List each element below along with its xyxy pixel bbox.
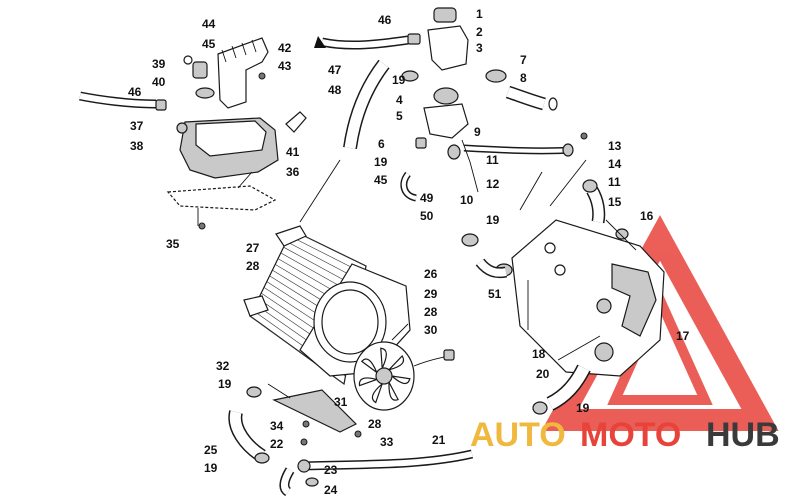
upper-hose-group xyxy=(447,69,629,240)
callout-11a: 11 xyxy=(486,153,499,167)
callout-9: 9 xyxy=(474,125,481,139)
callout-3: 3 xyxy=(476,41,483,55)
callout-48: 48 xyxy=(328,83,342,97)
engine-side-cover xyxy=(511,219,665,377)
callout-31: 31 xyxy=(334,395,348,409)
callout-17: 17 xyxy=(676,329,690,343)
watermark-text-hub: HUB xyxy=(706,416,780,454)
callout-44: 44 xyxy=(202,17,216,31)
callout-19e: 19 xyxy=(204,461,218,475)
callout-22: 22 xyxy=(270,437,284,451)
callout-41: 41 xyxy=(286,145,300,159)
fan-blade xyxy=(387,354,405,371)
callout-26: 26 xyxy=(424,267,438,281)
callout-2: 2 xyxy=(476,25,483,39)
callout-39: 39 xyxy=(152,57,166,71)
callout-21: 21 xyxy=(432,433,446,447)
callout-28a: 28 xyxy=(246,259,260,273)
callout-19f: 19 xyxy=(576,401,590,415)
callout-11b: 11 xyxy=(608,175,621,189)
callout-33: 33 xyxy=(380,435,394,449)
fan-blade xyxy=(380,347,387,369)
callout-19a: 19 xyxy=(486,213,500,227)
callout-36: 36 xyxy=(286,165,300,179)
fan-blade xyxy=(371,381,384,404)
fan-blade xyxy=(388,379,399,401)
callout-30: 30 xyxy=(424,323,438,337)
callout-27: 27 xyxy=(246,241,260,255)
callout-14: 14 xyxy=(608,157,622,171)
lower-right-hose xyxy=(461,233,591,415)
callout-8: 8 xyxy=(520,71,527,85)
callout-28b: 28 xyxy=(424,305,438,319)
callout-12: 12 xyxy=(486,177,500,191)
callout-49: 49 xyxy=(420,191,434,205)
callout-24: 24 xyxy=(324,483,338,497)
cooling-fan xyxy=(353,341,455,411)
callout-35: 35 xyxy=(166,237,180,251)
callout-16: 16 xyxy=(640,209,654,223)
callout-29: 29 xyxy=(424,287,438,301)
callout-46a: 46 xyxy=(128,85,142,99)
callout-19d: 19 xyxy=(218,377,232,391)
callout-labels: 1 2 3 4 5 6 7 8 9 10 11 12 13 14 11 15 1… xyxy=(128,7,690,497)
reservoir-group xyxy=(79,22,307,230)
callout-40: 40 xyxy=(152,75,166,89)
callout-10: 10 xyxy=(460,193,474,207)
callout-46b: 46 xyxy=(378,13,392,27)
callout-20: 20 xyxy=(536,367,550,381)
callout-28c: 28 xyxy=(368,417,382,431)
callout-50: 50 xyxy=(420,209,434,223)
callout-4: 4 xyxy=(396,93,403,107)
callout-19b: 19 xyxy=(374,155,388,169)
callout-47: 47 xyxy=(328,63,342,77)
callout-51: 51 xyxy=(488,287,502,301)
watermark-text-moto: MOTO xyxy=(580,416,681,454)
callout-45b: 45 xyxy=(374,173,388,187)
callout-13: 13 xyxy=(608,139,622,153)
callout-1: 1 xyxy=(476,7,483,21)
callout-43: 43 xyxy=(278,59,292,73)
fan-blade xyxy=(360,358,379,375)
callout-38: 38 xyxy=(130,139,144,153)
fan-blade xyxy=(358,377,379,387)
callout-19c: 19 xyxy=(392,73,406,87)
watermark-logo: AUTO MOTO HUB xyxy=(470,416,780,454)
lower-bracket-group xyxy=(228,386,474,497)
watermark-text-auto: AUTO xyxy=(470,416,566,454)
callout-7: 7 xyxy=(520,53,527,67)
callout-32: 32 xyxy=(216,359,230,373)
callout-15: 15 xyxy=(608,195,622,209)
callout-18: 18 xyxy=(532,347,546,361)
callout-37: 37 xyxy=(130,119,144,133)
thermostat-housing-group xyxy=(314,7,469,202)
callout-42: 42 xyxy=(278,41,292,55)
leader-lines xyxy=(197,139,637,399)
callout-6: 6 xyxy=(378,137,385,151)
callout-45a: 45 xyxy=(202,37,216,51)
callout-34: 34 xyxy=(270,419,284,433)
callout-5: 5 xyxy=(396,109,403,123)
fan-blade xyxy=(390,375,411,385)
callout-23: 23 xyxy=(324,463,338,477)
callout-25: 25 xyxy=(204,443,218,457)
